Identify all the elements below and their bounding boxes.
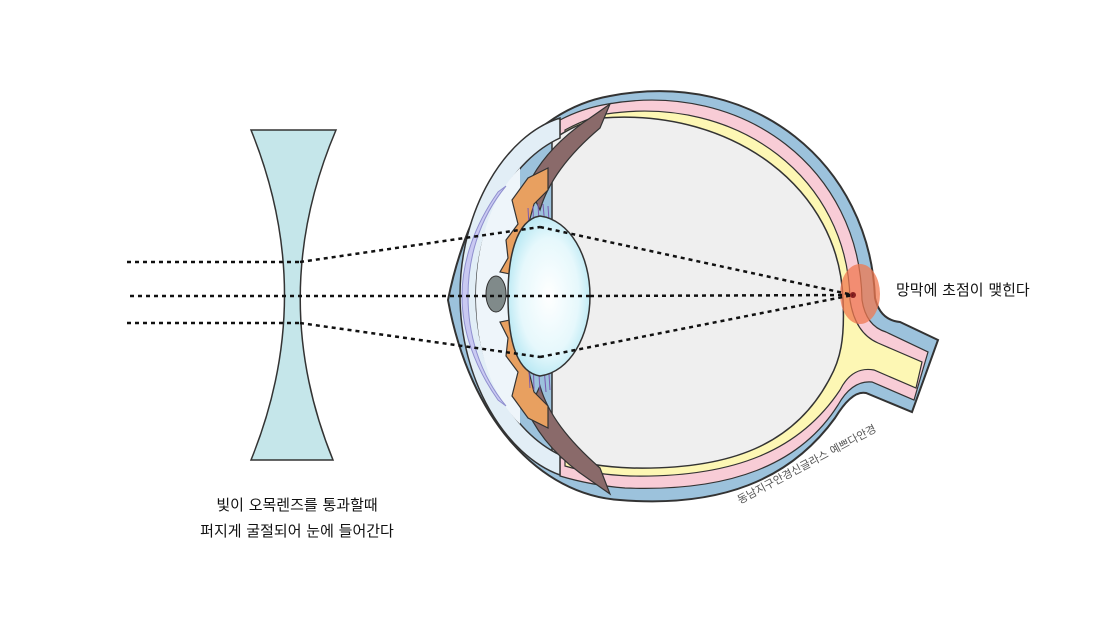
pupil: [485, 275, 507, 313]
iris-bottom: [499, 317, 549, 429]
iris-top: [499, 167, 549, 277]
ray-middle-focused: [589, 293, 854, 298]
ray-top-diverged: [299, 225, 541, 264]
retina-caption: 망막에 초점이 맺힌다: [896, 281, 1030, 299]
ray-top-focused: [539, 225, 854, 297]
light-rays: [127, 225, 854, 359]
lens-caption-line1: 빛이 오목렌즈를 통과할때: [216, 496, 377, 514]
lens-caption-line2: 퍼지게 굴절되어 눈에 들어간다: [200, 522, 394, 540]
cornea-accent: [461, 185, 507, 407]
focus-spot: [840, 264, 880, 324]
ray-bottom-diverged: [299, 321, 541, 359]
ray-bottom-focused: [539, 293, 854, 359]
